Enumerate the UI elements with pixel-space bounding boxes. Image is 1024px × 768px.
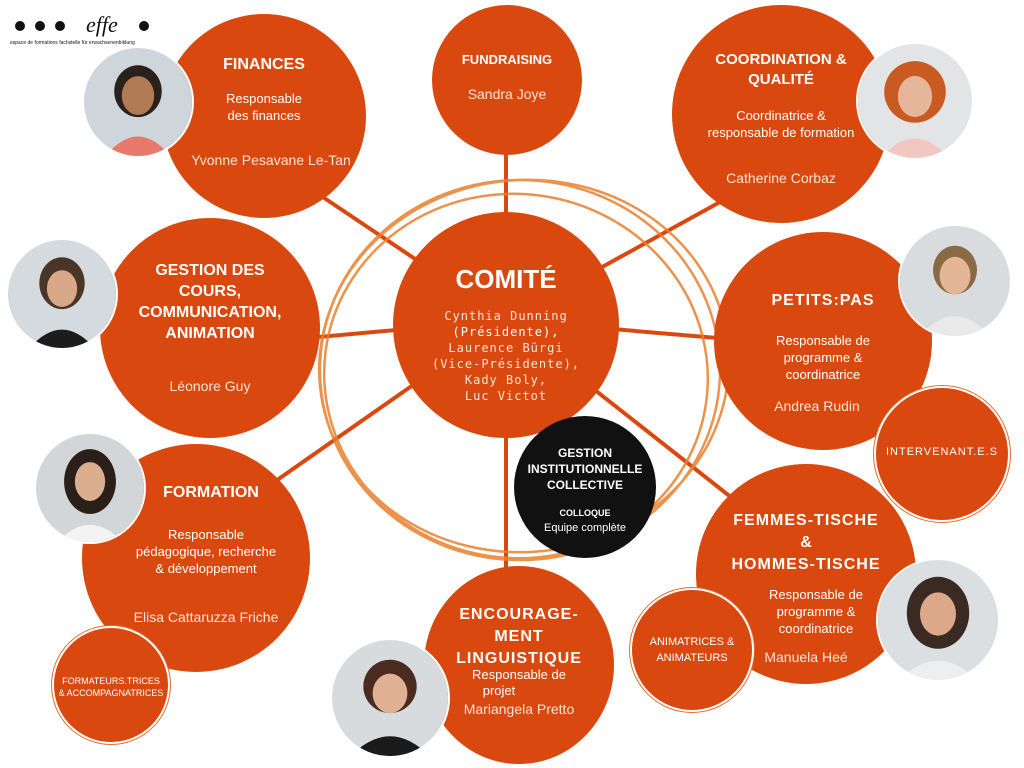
encouragement-title-line1: ENCOURAGE- xyxy=(459,606,579,623)
photo-catherine xyxy=(856,42,974,160)
photo-andrea xyxy=(898,224,1012,338)
petits-pas-role-line3: coordinatrice xyxy=(785,367,861,382)
comite-member-6: Luc Victot xyxy=(464,389,548,403)
photo-manuela xyxy=(876,558,1000,682)
formation-role-line1: Responsable xyxy=(168,527,244,542)
finances-name: Yvonne Pesavane Le-Tan xyxy=(191,152,351,168)
cours-title-line4: ANIMATION xyxy=(165,325,255,342)
comite-member-4: (Vice-Présidente), xyxy=(431,357,581,371)
coordination-title-line1: COORDINATION & xyxy=(715,51,847,68)
photo-mariangela xyxy=(330,638,450,758)
encouragement-name: Mariangela Pretto xyxy=(463,701,575,717)
finances-node: FINANCES Responsable des finances Yvonne… xyxy=(162,14,366,218)
formation-name: Elisa Cattaruzza Friche xyxy=(133,609,279,625)
petits-pas-role-line1: Responsable de xyxy=(776,333,870,348)
photo-leonore xyxy=(6,238,118,350)
cours-node: GESTION DES COURS, COMMUNICATION, ANIMAT… xyxy=(100,218,320,438)
femmes-title-line3: HOMMES-TISCHE xyxy=(731,556,881,573)
petits-pas-role-line2: programme & xyxy=(783,350,863,365)
coordination-role-line1: Coordinatrice & xyxy=(736,108,826,123)
cours-title-line3: COMMUNICATION, xyxy=(138,304,282,321)
comite-member-3: Laurence Bürgi xyxy=(448,341,564,355)
gestion-title-line2: INSTITUTIONNELLE xyxy=(527,462,643,476)
formateurs-label-line2: & ACCOMPAGNATRICES xyxy=(58,688,164,698)
encouragement-node: ENCOURAGE- MENT LINGUISTIQUE Responsable… xyxy=(424,566,614,764)
intervenants-node: INTERVENANT.E.S xyxy=(874,386,1010,522)
comite-node: COMITÉ Cynthia Dunning (Présidente), Lau… xyxy=(393,212,619,438)
femmes-role-line1: Responsable de xyxy=(769,587,863,602)
photo-yvonne xyxy=(82,46,194,158)
photo-elisa xyxy=(34,432,146,544)
formation-role-line2: pédagogique, recherche xyxy=(135,544,277,559)
gestion-sub: COLLOQUE xyxy=(559,508,611,518)
encouragement-title-line2: MENT xyxy=(494,628,544,645)
intervenants-label: INTERVENANT.E.S xyxy=(886,446,998,458)
cours-name: Léonore Guy xyxy=(169,378,251,394)
formation-role-line3: & développement xyxy=(155,561,257,576)
formateurs-label-line1: FORMATEURS.TRICES xyxy=(62,676,160,686)
comite-member-5: Kady Boly, xyxy=(464,373,548,387)
coordination-title-line2: QUALITÉ xyxy=(748,71,814,88)
formateurs-node: FORMATEURS.TRICES & ACCOMPAGNATRICES xyxy=(52,626,170,744)
petits-pas-name: Andrea Rudin xyxy=(774,398,860,414)
gestion-node: GESTION INSTITUTIONNELLE COLLECTIVE COLL… xyxy=(514,416,656,558)
animatrices-label-line2: ANIMATEURS xyxy=(656,652,728,664)
coordination-role-line2: responsable de formation xyxy=(707,125,855,140)
femmes-name: Manuela Heé xyxy=(764,649,848,665)
animatrices-label-line1: ANIMATRICES & xyxy=(649,636,735,648)
encouragement-role-line2: projet xyxy=(482,683,516,698)
femmes-title-line1: FEMMES-TISCHE xyxy=(733,512,879,529)
gestion-team: Equipe complète xyxy=(544,522,626,534)
fundraising-node: FUNDRAISING Sandra Joye xyxy=(432,5,582,155)
encouragement-role-line1: Responsable de xyxy=(472,667,566,682)
gestion-title-line1: GESTION xyxy=(557,446,612,460)
logo-wordmark: effe xyxy=(86,12,118,37)
coordination-node: COORDINATION & QUALITÉ Coordinatrice & r… xyxy=(672,5,890,223)
petits-pas-title: PETITS:PAS xyxy=(771,292,875,309)
logo-tagline: espace de formations fachstelle für erwa… xyxy=(10,40,135,46)
femmes-role-line3: coordinatrice xyxy=(778,621,854,636)
cours-title-line1: GESTION DES xyxy=(155,262,265,279)
encouragement-title-line3: LINGUISTIQUE xyxy=(456,650,582,667)
comite-title: COMITÉ xyxy=(455,264,557,294)
cours-title-line2: COURS, xyxy=(178,283,242,300)
coordination-name: Catherine Corbaz xyxy=(726,170,836,186)
finances-role-line1: Responsable xyxy=(226,91,302,106)
comite-member-2: (Présidente), xyxy=(452,325,560,339)
femmes-title-line2: & xyxy=(800,534,812,551)
animatrices-node: ANIMATRICES & ANIMATEURS xyxy=(630,588,754,712)
femmes-role-line2: programme & xyxy=(776,604,856,619)
fundraising-title: FUNDRAISING xyxy=(461,52,553,67)
gestion-title-line3: COLLECTIVE xyxy=(546,478,623,492)
comite-member-1: Cynthia Dunning xyxy=(444,309,568,323)
effe-logo: effe espace de formations fachstelle für… xyxy=(8,8,158,53)
fundraising-name: Sandra Joye xyxy=(467,86,547,102)
finances-role-line2: des finances xyxy=(227,108,301,123)
finances-title: FINANCES xyxy=(223,56,305,73)
formation-title: FORMATION xyxy=(163,484,259,501)
